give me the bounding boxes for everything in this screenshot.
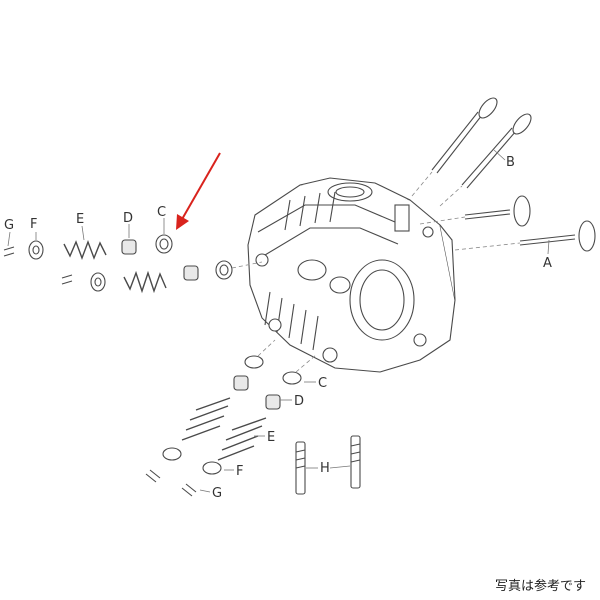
label-d-top: D (123, 211, 133, 226)
cotter-g (3, 246, 15, 257)
label-c-bottom: C (318, 376, 327, 391)
label-g-bottom: G (212, 486, 222, 501)
cylinder-head (247, 177, 456, 373)
red-arrow (176, 152, 221, 230)
valve-train-upper-left (3, 234, 263, 294)
label-e-bottom: E (267, 430, 275, 445)
seal-d (121, 239, 137, 255)
label-h: H (320, 461, 330, 476)
label-b: B (506, 155, 515, 170)
valve-train-lower (145, 339, 317, 497)
part-labels: A B G F E D C C D E F G H (4, 155, 552, 501)
label-e-top: E (76, 212, 84, 227)
valves-lower (419, 195, 596, 252)
label-f-bottom: F (236, 464, 243, 479)
label-a: A (543, 256, 552, 271)
label-d-bottom: D (294, 394, 304, 409)
label-f-top: F (30, 217, 37, 232)
label-g-top: G (4, 218, 14, 233)
caption-reference-note: 写真は参考です (494, 579, 586, 594)
label-c-top: C (157, 205, 166, 220)
valves-upper (411, 97, 532, 207)
spring-e (63, 240, 107, 260)
leader-lines (7, 149, 550, 493)
studs-h (295, 435, 361, 495)
